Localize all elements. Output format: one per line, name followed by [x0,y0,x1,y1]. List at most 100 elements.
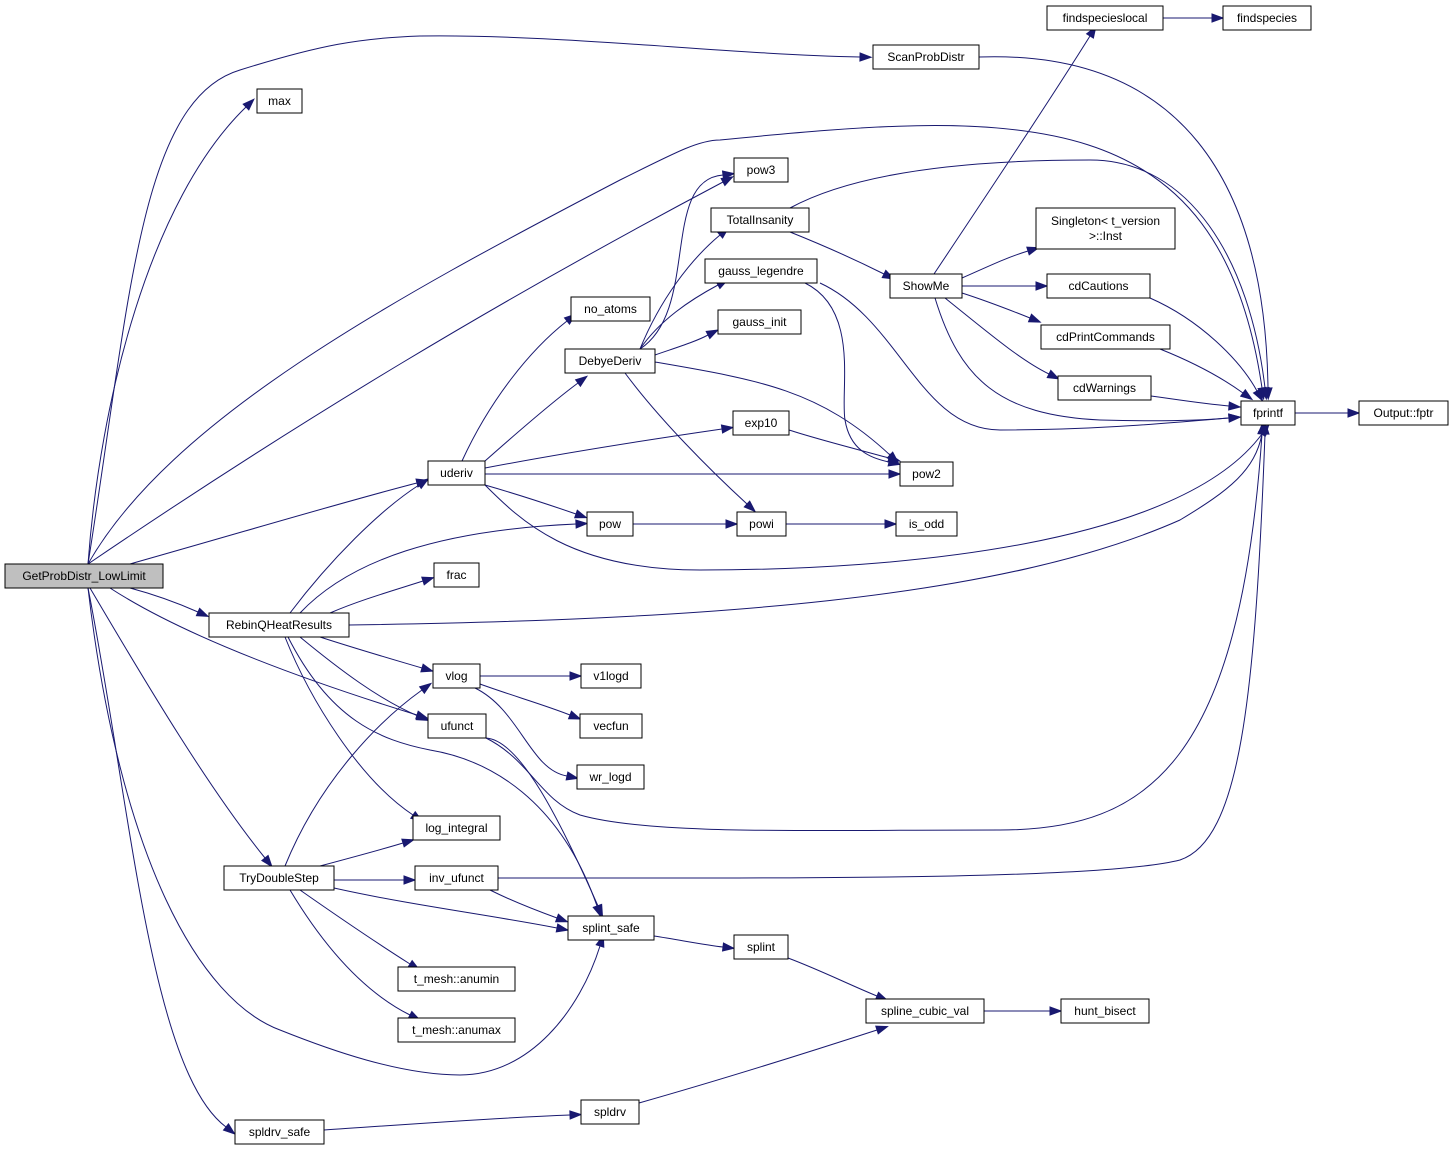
node-box [733,157,789,183]
arrowhead-icon [875,1025,889,1035]
node-label: GetProbDistr_LowLimit [22,569,146,583]
edge-line [961,292,1031,319]
edge-findspecieslocal-to-findspecies [1163,13,1225,23]
edge-line [624,372,748,505]
node-spldrv[interactable]: spldrv [580,1099,640,1125]
edge-GetProbDistr_LowLimit-to-RebinQHeatResults [129,587,210,618]
node-splint-safe[interactable]: splint_safe [567,915,655,941]
node-box [579,713,643,739]
node-inv-ufunct[interactable]: inv_ufunct [414,865,499,891]
node-label: splint [747,940,776,954]
arrowhead-icon [1260,386,1270,401]
node-log-integral[interactable]: log_integral [412,815,501,841]
node-max[interactable]: max [256,88,303,114]
node-uderiv[interactable]: uderiv [427,460,486,486]
node-pow2[interactable]: pow2 [899,461,954,487]
arrowhead-icon [195,607,210,618]
node-box [872,44,980,70]
node-label: gauss_legendre [718,264,804,278]
node-frac[interactable]: frac [433,562,480,588]
node-anumin[interactable]: t_mesh::anumin [397,966,516,992]
node-is-odd[interactable]: is_odd [895,511,958,537]
edge-line [1150,395,1230,407]
edge-uderiv-to-exp10 [484,424,735,469]
node-splint[interactable]: splint [733,934,789,960]
node-pow3[interactable]: pow3 [733,157,789,183]
node-label: hunt_bisect [1074,1004,1136,1018]
edge-line [787,957,878,997]
node-pow[interactable]: pow [586,511,634,537]
edge-line [284,689,423,867]
edge-line [639,234,721,350]
node-findspecieslocal[interactable]: findspecieslocal [1046,5,1164,31]
edge-line [944,297,1050,375]
node-label: wr_logd [588,770,631,784]
node-label: >::Inst [1089,229,1123,243]
node-findspecies[interactable]: findspecies [1222,5,1312,31]
node-anumax[interactable]: t_mesh::anumax [397,1017,516,1043]
arrowhead-icon [1252,388,1264,402]
node-rebinqheatresults[interactable]: RebinQHeatResults [208,612,350,638]
node-powi[interactable]: powi [736,511,787,537]
arrowhead-icon [1347,408,1361,418]
node-cdwarnings[interactable]: cdWarnings [1057,375,1152,401]
arrowhead-icon [567,710,582,720]
edge-line [87,35,861,565]
node-wr-logd[interactable]: wr_logd [576,764,645,790]
node-label: pow [599,517,621,531]
node-label: vecfun [593,719,628,733]
edge-line [109,587,418,716]
edge-cdWarnings-to-fprintf [1150,395,1242,411]
edge-TryDoubleStep-to-splint_safe [333,887,570,933]
node-hunt-bisect[interactable]: hunt_bisect [1060,998,1150,1024]
edge-pow-to-powi [633,519,739,529]
edge-RebinQHeatResults-to-vlog [319,636,434,673]
node-box [899,461,954,487]
edge-exp10-to-pow2 [788,429,902,463]
edge-line [299,889,411,965]
node-singleton[interactable]: Singleton< t_version>::Inst [1035,207,1176,250]
node-vlog[interactable]: vlog [432,663,481,689]
node-v1logd[interactable]: v1logd [580,663,642,689]
node-no-atoms[interactable]: no_atoms [570,296,651,322]
node-label: TotalInsanity [727,213,794,227]
arrowhead-icon [403,875,417,885]
node-gauss-legendre[interactable]: gauss_legendre [704,258,818,284]
node-showme[interactable]: ShowMe [889,273,963,299]
node-box [1358,400,1449,426]
node-cdprintcommands[interactable]: cdPrintCommands [1040,324,1171,350]
edge-line [484,433,1263,571]
edge-line [129,482,418,565]
node-getprobdistr-lowlimit[interactable]: GetProbDistr_LowLimit [4,563,164,589]
node-box [433,562,480,588]
node-label: gauss_init [732,315,787,329]
arrowhead-icon [1228,401,1242,411]
node-debyederiv[interactable]: DebyeDeriv [564,348,656,374]
node-box [567,915,655,941]
node-exp10[interactable]: exp10 [732,410,790,436]
arrowhead-icon [401,838,415,848]
node-fprintf[interactable]: fprintf [1240,400,1296,426]
node-trydoublestep[interactable]: TryDoubleStep [223,865,335,891]
edge-line [299,636,419,717]
edge-line [129,587,199,613]
edge-line [89,587,266,859]
edge-uderiv-to-pow [484,484,588,519]
node-label: uderiv [440,466,473,480]
edge-ShowMe-to-Singleton [961,246,1040,279]
node-output-fptr[interactable]: Output::fptr [1358,400,1449,426]
arrowhead-icon [1046,369,1061,380]
node-totalinsanity[interactable]: TotalInsanity [710,207,810,233]
node-vecfun[interactable]: vecfun [579,713,643,739]
node-scanprobdistr[interactable]: ScanProbDistr [872,44,980,70]
node-ufunct[interactable]: ufunct [427,713,487,739]
node-cdcautions[interactable]: cdCautions [1046,273,1151,299]
node-gauss-init[interactable]: gauss_init [717,309,802,335]
node-box [576,764,645,790]
node-label: Output::fptr [1373,406,1433,420]
node-spldrv-safe[interactable]: spldrv_safe [234,1119,325,1145]
node-spline-cubic-val[interactable]: spline_cubic_val [865,998,985,1024]
edge-inv_ufunct-to-fprintf [497,421,1270,879]
arrowhead-icon [1027,313,1042,323]
